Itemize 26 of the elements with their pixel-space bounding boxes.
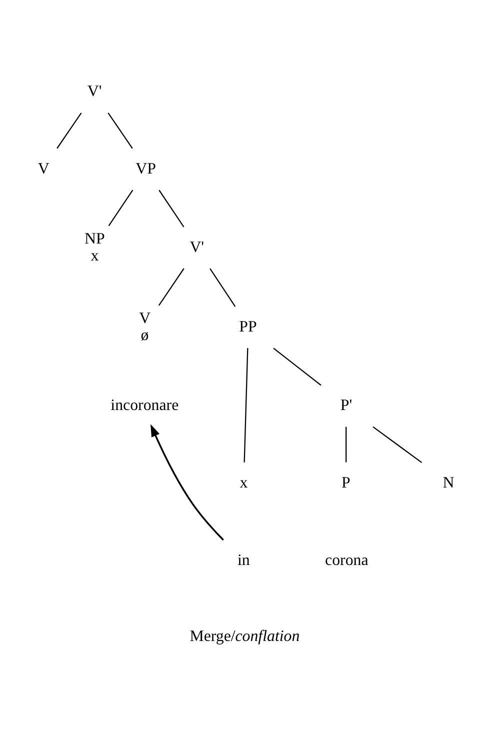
node-text: in [237, 551, 250, 568]
node-text: incoronare [110, 396, 179, 414]
node-text: P' [340, 396, 352, 414]
node-text: V' [87, 82, 102, 100]
connector [158, 268, 184, 306]
connector [372, 426, 422, 463]
connector [158, 189, 184, 227]
node-text: NP x [84, 230, 105, 264]
node-text: VP [136, 160, 156, 178]
node-text: PP [239, 318, 257, 336]
connector [273, 347, 322, 386]
connector [108, 189, 134, 226]
connector [346, 426, 347, 462]
connector [244, 348, 248, 462]
node-text: P [342, 474, 350, 491]
node-text: V [38, 160, 50, 178]
node-text: V ø [139, 310, 151, 344]
connector [108, 112, 133, 148]
connector [56, 112, 82, 148]
node-text: V' [190, 238, 204, 256]
node-text: x [240, 474, 248, 491]
label: Merge/conflation [190, 628, 300, 645]
node-text: corona [325, 551, 368, 568]
node-text: N [442, 474, 454, 491]
connector [210, 268, 236, 306]
arrow [150, 424, 224, 540]
